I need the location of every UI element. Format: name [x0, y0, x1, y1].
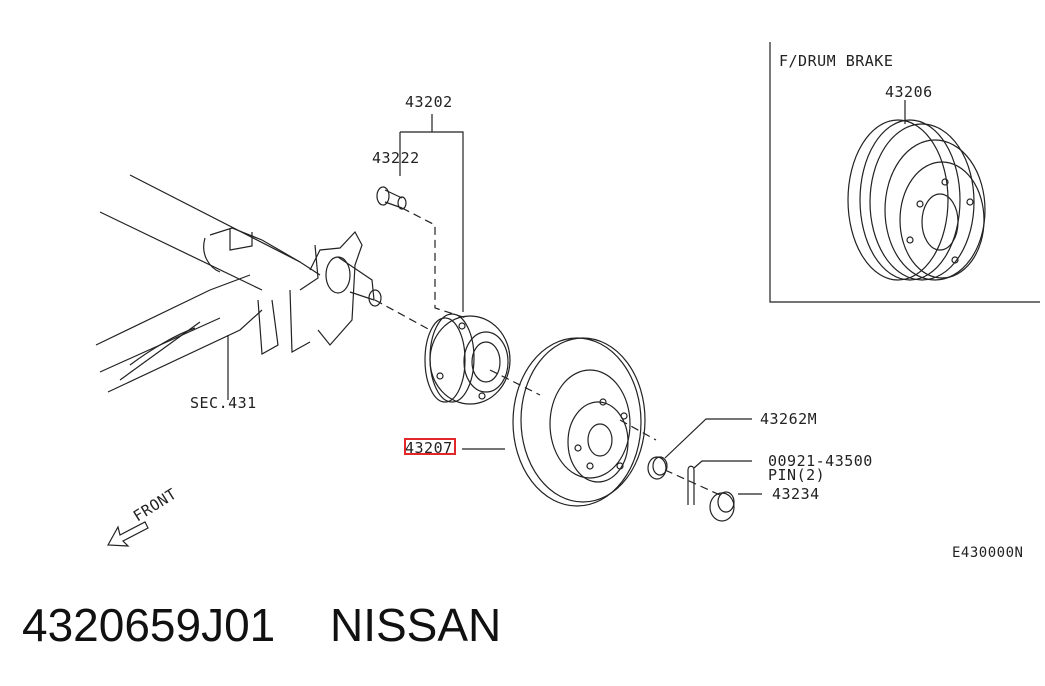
label-43262m: 43262M — [760, 410, 818, 428]
inset-frame — [769, 42, 1040, 303]
drum-brake-drawing — [847, 100, 986, 281]
diagram-code: E430000N — [952, 545, 1024, 561]
front-arrow-icon — [107, 521, 149, 547]
label-43222: 43222 — [372, 149, 420, 167]
leader-lines — [374, 114, 762, 496]
selected-part-highlight — [404, 438, 456, 455]
nut-drawing — [709, 491, 735, 522]
pin-drawing — [687, 465, 695, 505]
label-43207: 43207 — [405, 439, 453, 457]
axle-beam-drawing — [95, 174, 382, 400]
washer-drawing — [647, 456, 668, 480]
part-number: 4320659J01 — [22, 599, 276, 651]
hub-bearing-drawing — [424, 313, 511, 405]
inset-title: F/DRUM BRAKE — [779, 52, 894, 70]
bolt-drawing — [376, 186, 407, 210]
label-43234: 43234 — [772, 485, 820, 503]
label-sec-431: SEC.431 — [190, 394, 257, 412]
brake-disc-drawing — [512, 337, 646, 507]
brand-name: NISSAN — [330, 599, 502, 651]
label-43206: 43206 — [885, 83, 933, 101]
label-pin: PIN(2) — [768, 466, 826, 484]
label-43202: 43202 — [405, 93, 453, 111]
label-00921-43500: 00921-43500 — [768, 452, 873, 470]
